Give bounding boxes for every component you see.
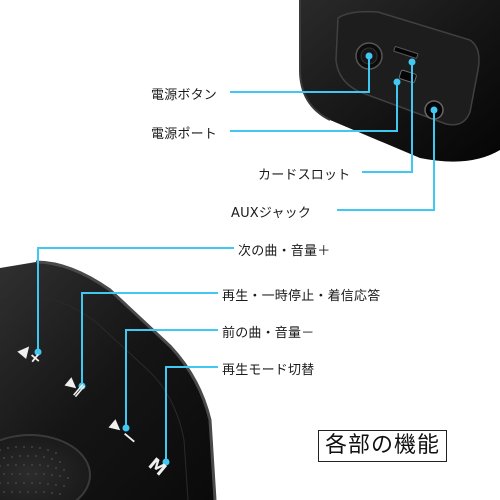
- callout-dot-aux-jack: [430, 106, 438, 114]
- speaker-front-view: [0, 260, 217, 500]
- label-mode-switch: 再生モード切替: [222, 363, 315, 378]
- label-power-port: 電源ポート: [151, 127, 218, 142]
- callout-dot-power-button: [365, 52, 373, 60]
- label-play-pause-call: 再生・一時停止・着信応答: [222, 289, 381, 304]
- callout-line-card-slot: [362, 62, 413, 173]
- callout-line-power-button: [230, 56, 370, 93]
- callout-dot-power-port: [393, 78, 401, 86]
- callout-dot-card-slot: [408, 58, 416, 66]
- label-prev-vol-down: 前の曲・音量－: [222, 326, 315, 341]
- callout-line-play: [81, 292, 218, 386]
- card-slot: [393, 46, 419, 59]
- callout-lines: [37, 56, 435, 462]
- callout-line-power-port: [230, 82, 398, 132]
- callout-dot-play: [78, 382, 86, 390]
- callout-line-next: [37, 247, 234, 352]
- callout-dot-next: [34, 348, 42, 356]
- callout-line-aux-jack: [337, 110, 435, 211]
- speaker-grille: [0, 435, 90, 500]
- page-title: 各部の機能: [318, 430, 448, 462]
- callout-line-mode: [165, 366, 218, 462]
- callout-line-prev: [125, 329, 218, 428]
- callout-dot-prev: [122, 424, 130, 432]
- callout-dots: [34, 52, 438, 466]
- port-panel: [335, 10, 480, 126]
- label-power-button: 電源ボタン: [151, 88, 218, 103]
- label-next-vol-up: 次の曲・音量＋: [238, 244, 331, 259]
- label-card-slot: カードスロット: [258, 168, 351, 183]
- grille-dots: [0, 446, 69, 495]
- label-aux-jack: AUXジャック: [231, 206, 312, 221]
- callout-dot-mode: [162, 458, 170, 466]
